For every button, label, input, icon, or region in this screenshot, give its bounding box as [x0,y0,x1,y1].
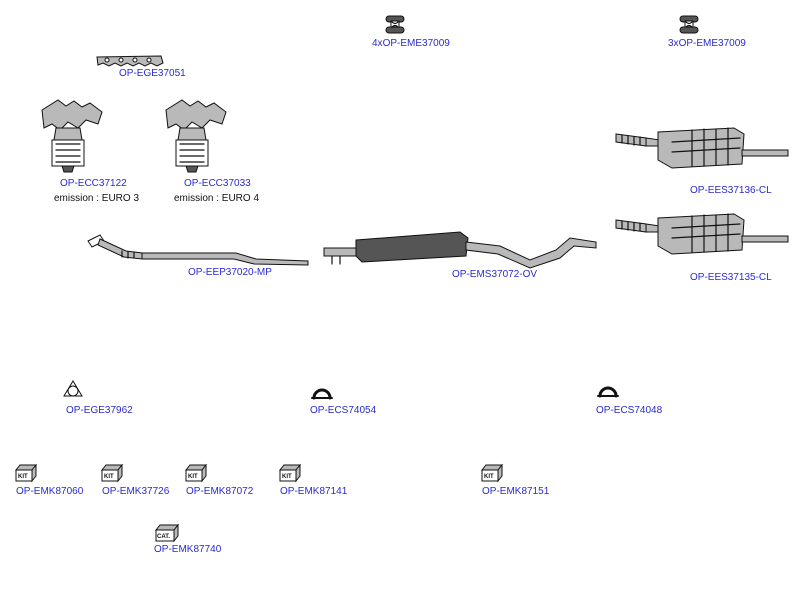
rear-silencer-2[interactable]: OP-EES37135-CL [612,210,798,285]
flange-gasket[interactable]: OP-EGE37962 [62,380,142,420]
part-code-link[interactable]: OP-EMS37072-OV [452,269,538,280]
front-pipe-icon [87,234,309,266]
kit-badge: KIT [484,474,494,480]
cat-kit-box-icon: CAT. [154,523,180,543]
rubber-mount-icon [385,15,405,34]
mounting-kit-5[interactable]: KIT OP-EMK87151 [480,463,560,500]
mounting-kit-1[interactable]: KIT OP-EMK87060 [14,463,94,500]
quantity-label: 4x [372,38,383,49]
rear-silencer-icon [615,127,789,169]
catalyst-euro4[interactable]: OP-ECC37033 emission : EURO 4 [158,98,268,208]
part-code-link[interactable]: OP-EMK87060 [16,486,84,497]
kit-box-icon: KIT [100,463,124,483]
manifold-gasket-icon [96,55,164,67]
kit-box-icon: KIT [184,463,208,483]
mounting-kit-3[interactable]: KIT OP-EMK87072 [184,463,264,500]
part-code-link[interactable]: OP-ECS74054 [310,405,377,416]
catalyst-euro3[interactable]: OP-ECC37122 emission : EURO 3 [38,98,148,208]
kit-badge: KIT [18,474,28,480]
rubber-mount-icon [679,15,699,34]
rubber-mount-3x[interactable]: 3xOP-EME37009 [668,14,758,54]
middle-silencer-icon [323,231,597,269]
exhaust-clamp-2[interactable]: OP-ECS74048 [592,378,682,418]
exhaust-clamp-icon [311,388,333,400]
part-code-link[interactable]: OP-EME37009 [678,38,746,49]
kit-badge: CAT. [157,534,170,540]
mounting-kit-4[interactable]: KIT OP-EMK87141 [278,463,358,500]
part-code-link[interactable]: OP-EMK87141 [280,486,348,497]
rear-silencer-icon [615,213,789,255]
part-code-link[interactable]: OP-EES37135-CL [690,272,772,283]
part-code-link[interactable]: OP-ECC37122 [60,178,127,189]
exhaust-clamp-icon [597,386,619,398]
rubber-mount-4x[interactable]: 4xOP-EME37009 [372,14,462,54]
part-code-link[interactable]: OP-EME37009 [382,38,450,49]
kit-box-icon: KIT [480,463,504,483]
part-code-link[interactable]: OP-EGE37962 [66,405,133,416]
part-code-link[interactable]: OP-ECC37033 [184,178,251,189]
kit-badge: KIT [282,474,292,480]
catalytic-converter-icon [165,99,227,173]
quantity-label: 3x [668,38,679,49]
kit-box-icon: KIT [278,463,302,483]
kit-box-icon: KIT [14,463,38,483]
manifold-gasket[interactable]: OP-EGE37051 [95,54,195,84]
emission-note: emission : EURO 4 [174,193,260,204]
part-code-link[interactable]: OP-EMK87151 [482,486,550,497]
part-code-link[interactable]: OP-EES37136-CL [690,185,772,196]
part-code-link[interactable]: OP-ECS74048 [596,405,663,416]
mounting-kit-2[interactable]: KIT OP-EMK37726 [100,463,180,500]
part-code-link[interactable]: OP-EMK87740 [154,544,222,555]
exhaust-clamp-1[interactable]: OP-ECS74054 [306,380,396,420]
flange-gasket-icon [63,380,83,397]
part-code-link[interactable]: OP-EMK37726 [102,486,170,497]
catalytic-converter-icon [41,99,103,173]
part-code-link[interactable]: OP-EEP37020-MP [188,267,272,278]
front-pipe[interactable]: OP-EEP37020-MP [86,233,312,279]
emission-note: emission : EURO 3 [54,193,140,204]
part-code-link[interactable]: OP-EGE37051 [119,68,186,79]
kit-badge: KIT [188,474,198,480]
catalyst-mounting-kit[interactable]: CAT. OP-EMK87740 [154,523,234,560]
middle-silencer[interactable]: OP-EMS37072-OV [320,228,602,282]
rear-silencer-1[interactable]: OP-EES37136-CL [612,124,798,199]
kit-badge: KIT [104,474,114,480]
part-code-link[interactable]: OP-EMK87072 [186,486,254,497]
